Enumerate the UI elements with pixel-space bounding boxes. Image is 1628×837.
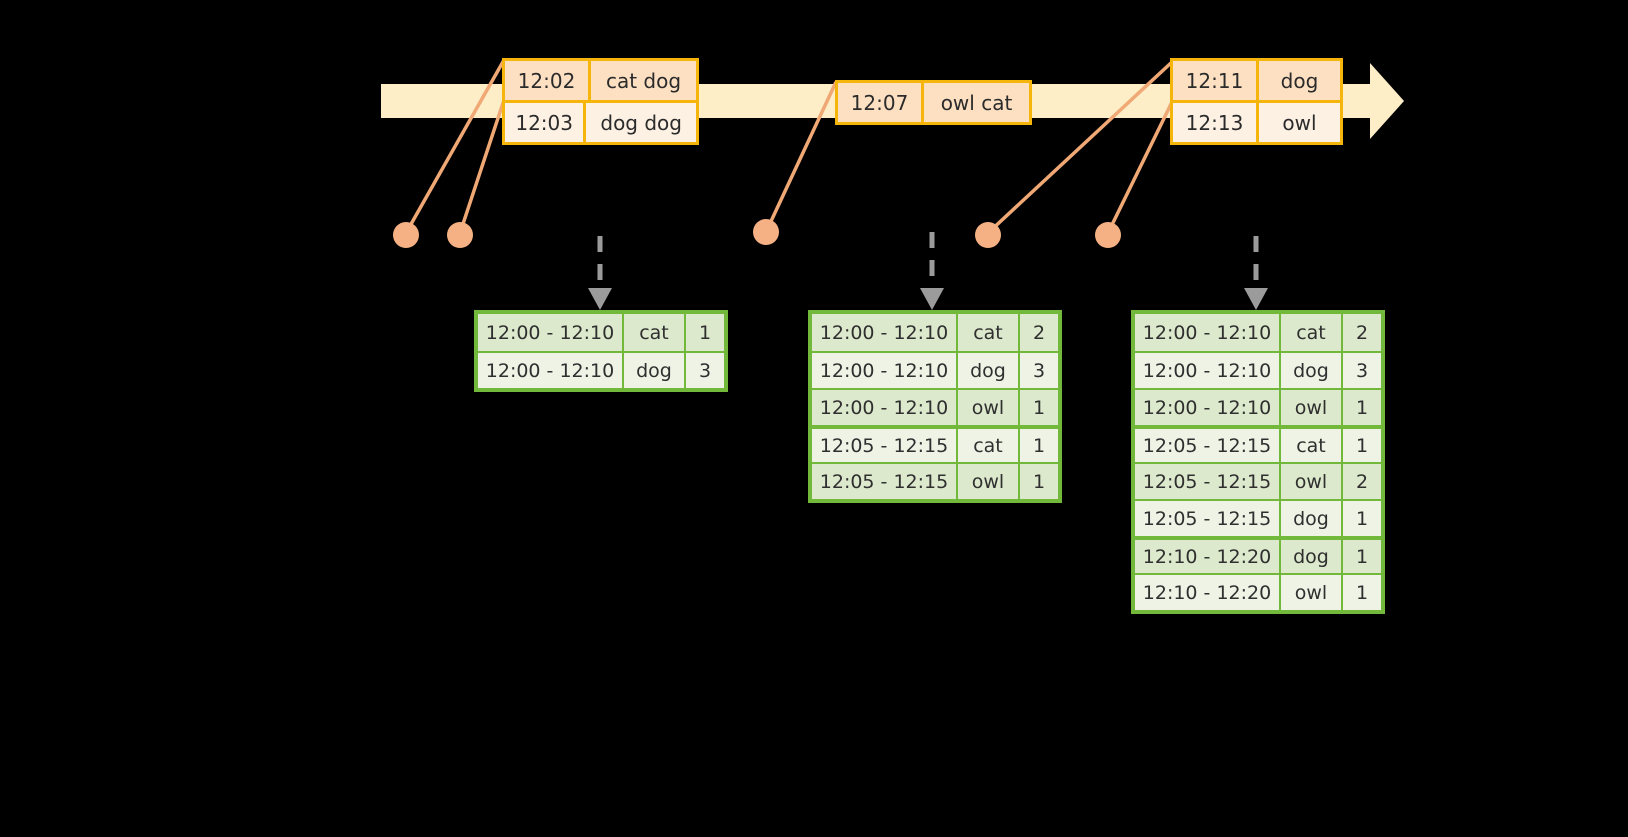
count-cell: 1 xyxy=(1355,545,1369,568)
event-row[interactable]: 12:13 owl xyxy=(1173,100,1340,142)
dashed-arrows xyxy=(597,232,1259,288)
count-cell: 2 xyxy=(1355,321,1369,344)
window-cell: 12:00 - 12:10 xyxy=(478,314,624,351)
window-cell: 12:00 - 12:10 xyxy=(812,390,958,425)
window-cell: 12:05 - 12:15 xyxy=(812,429,958,462)
event-words: dog xyxy=(1280,68,1319,93)
count-cell: 1 xyxy=(1032,434,1046,457)
window-cell: 12:05 - 12:15 xyxy=(1135,464,1281,499)
connector-line-1 xyxy=(404,59,506,234)
window-cell: 12:00 - 12:10 xyxy=(812,314,958,351)
word-cell: owl xyxy=(1281,575,1343,610)
window-cell: 12:00 - 12:10 xyxy=(812,353,958,388)
count-cell: 1 xyxy=(698,321,712,344)
event-time: 12:11 xyxy=(1173,61,1259,100)
event-row[interactable]: 12:11 dog xyxy=(1173,61,1340,100)
count-cell: 1 xyxy=(1032,470,1046,493)
word-cell: owl xyxy=(958,390,1020,425)
event-time: 12:02 xyxy=(505,61,591,100)
window-cell: 12:00 - 12:10 xyxy=(1135,314,1281,351)
count-cell: 3 xyxy=(1355,359,1369,382)
dashed-arrow-head-2 xyxy=(920,288,944,310)
window-cell: 12:05 - 12:15 xyxy=(1135,501,1281,536)
event-dot-2 xyxy=(447,222,473,248)
count-cell: 3 xyxy=(1032,359,1046,382)
dashed-arrow-heads xyxy=(588,288,1268,310)
connector-line-3 xyxy=(764,81,838,233)
count-cell: 1 xyxy=(1355,396,1369,419)
window-cell: 12:10 - 12:20 xyxy=(1135,575,1281,610)
word-cell: owl xyxy=(958,464,1020,499)
count-cell: 1 xyxy=(1355,581,1369,604)
window-cell: 12:05 - 12:15 xyxy=(812,464,958,499)
event-words: owl xyxy=(1282,110,1317,135)
word-cell: owl xyxy=(1281,390,1343,425)
word-cell: cat xyxy=(624,314,686,351)
word-cell: dog xyxy=(1281,540,1343,573)
word-cell: dog xyxy=(1281,501,1343,536)
event-box-group-1[interactable]: 12:02 cat dog 12:03 dog dog xyxy=(502,58,699,145)
window-cell: 12:00 - 12:10 xyxy=(478,353,624,388)
count-cell: 2 xyxy=(1355,470,1369,493)
word-cell: cat xyxy=(958,314,1020,351)
connector-line-2 xyxy=(458,99,506,234)
event-row[interactable]: 12:02 cat dog xyxy=(505,61,696,100)
window-cell: 12:00 - 12:10 xyxy=(1135,390,1281,425)
word-cell: cat xyxy=(1281,429,1343,462)
event-words: owl cat xyxy=(940,90,1013,115)
event-time: 12:07 xyxy=(838,83,924,122)
event-dots xyxy=(393,219,1121,248)
event-dot-4 xyxy=(975,222,1001,248)
word-cell: cat xyxy=(1281,314,1343,351)
dashed-arrow-head-3 xyxy=(1244,288,1268,310)
event-time: 12:03 xyxy=(505,103,587,142)
count-cell: 3 xyxy=(698,359,712,382)
word-cell: dog xyxy=(624,353,686,388)
word-cell: cat xyxy=(958,429,1020,462)
dashed-arrow-head-1 xyxy=(588,288,612,310)
window-cell: 12:00 - 12:10 xyxy=(1135,353,1281,388)
connector-line-5 xyxy=(1106,101,1174,234)
event-words: cat dog xyxy=(605,68,682,93)
window-cell: 12:10 - 12:20 xyxy=(1135,540,1281,573)
event-dot-1 xyxy=(393,222,419,248)
window-cell: 12:05 - 12:15 xyxy=(1135,429,1281,462)
count-cell: 1 xyxy=(1355,434,1369,457)
event-dot-3 xyxy=(753,219,779,245)
event-box-group-2[interactable]: 12:07 owl cat xyxy=(835,80,1032,125)
event-box-group-3[interactable]: 12:11 dog 12:13 owl xyxy=(1170,58,1343,145)
count-cell: 2 xyxy=(1032,321,1046,344)
event-words: dog dog xyxy=(600,110,682,135)
event-row[interactable]: 12:03 dog dog xyxy=(505,100,696,142)
count-cell: 1 xyxy=(1032,396,1046,419)
word-cell: dog xyxy=(958,353,1020,388)
event-dot-5 xyxy=(1095,222,1121,248)
word-cell: dog xyxy=(1281,353,1343,388)
word-cell: owl xyxy=(1281,464,1343,499)
count-cell: 1 xyxy=(1355,507,1369,530)
event-time: 12:13 xyxy=(1173,103,1259,142)
event-row[interactable]: 12:07 owl cat xyxy=(838,83,1029,122)
